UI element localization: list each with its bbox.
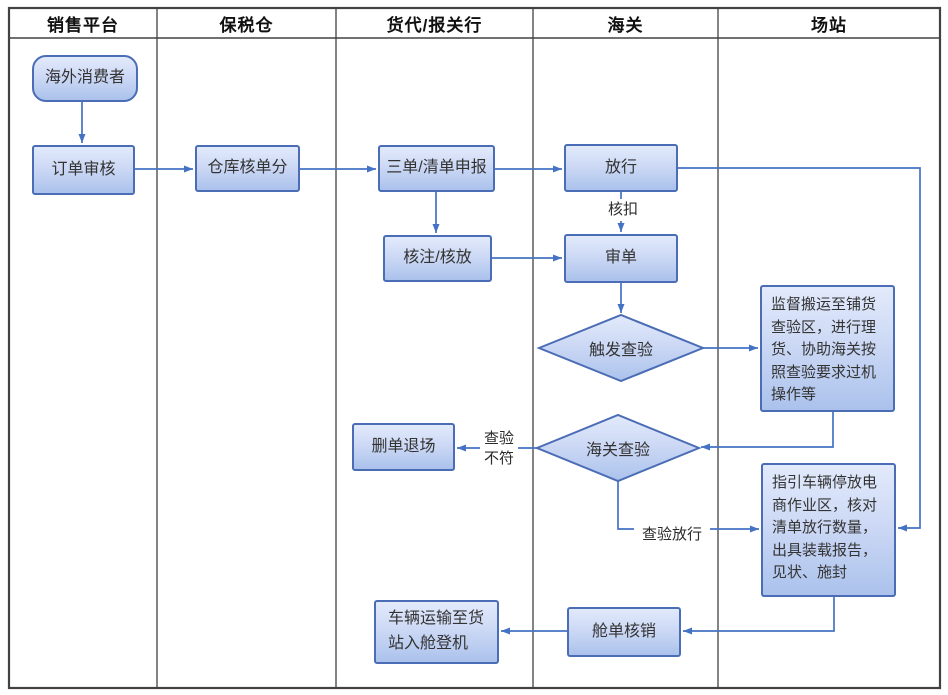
node-declaration: 三单/清单申报 [378, 145, 495, 192]
node-release: 放行 [564, 144, 678, 192]
node-order-review: 订单审核 [32, 145, 135, 195]
node-manifest-writeoff: 舱单核销 [567, 607, 681, 657]
node-doc-review: 审单 [564, 234, 678, 283]
node-overseas-consumer: 海外消费者 [32, 55, 138, 102]
arrow-inspection-to-guide [617, 481, 759, 533]
node-supervise-handling: 监督搬运至铺货查验区，进行理货、协助海关按照查验要求过机操作等 [760, 285, 895, 412]
arrow-supervise-to-inspection [701, 412, 834, 451]
customs-inspection-diamond [534, 413, 702, 483]
edge-label-inspection-release: 查验放行 [634, 524, 710, 546]
node-warehouse-check: 仓库核单分 [195, 145, 300, 192]
connectors [78, 102, 921, 635]
node-note-release: 核注/核放 [383, 235, 492, 282]
lane-header-terminal: 场站 [811, 16, 847, 35]
trigger-inspection-diamond [536, 313, 706, 383]
lane-header-forwarder-broker: 货代/报关行 [386, 16, 483, 35]
lane-header-sales-platform: 销售平台 [47, 16, 119, 35]
lane-grid [7, 6, 942, 690]
node-delete-exit: 删单退场 [352, 423, 455, 471]
arrow-release-to-guide [678, 167, 921, 532]
node-trigger-inspection-label: 触发查验 [588, 342, 653, 359]
edge-label-deduct: 核扣 [598, 199, 648, 221]
node-guide-vehicle: 指引车辆停放电商作业区，核对清单放行数量，出具装载报告，见状、施封 [761, 463, 896, 597]
node-truck-transport: 车辆运输至货站入舱登机 [374, 600, 499, 664]
lane-header-customs: 海关 [607, 16, 644, 35]
node-customs-inspection-label: 海关查验 [585, 442, 650, 459]
arrow-guide-to-manifest [683, 597, 835, 635]
edge-label-inspection-mismatch: 查验不符 [480, 428, 518, 469]
lane-header-bonded-warehouse: 保税仓 [219, 16, 274, 35]
